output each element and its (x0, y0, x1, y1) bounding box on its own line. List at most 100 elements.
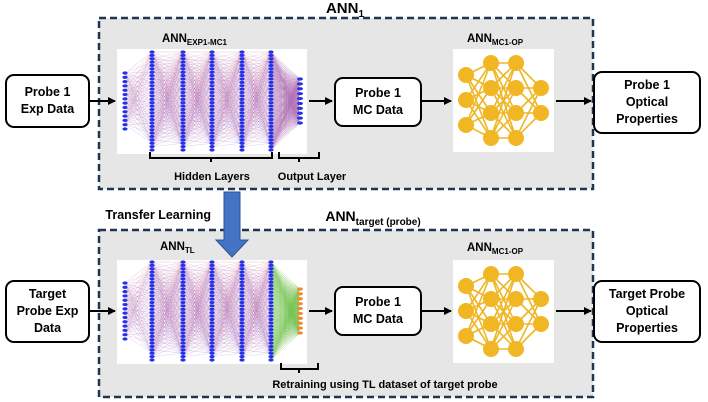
op-neuron (483, 105, 499, 121)
neuron (239, 53, 245, 57)
neuron (239, 294, 245, 298)
neuron (149, 134, 155, 139)
neuron (239, 141, 245, 145)
neuron (209, 277, 215, 281)
neuron (149, 124, 155, 128)
neuron (122, 311, 128, 315)
probe1-exp-line1: Probe 1 (24, 85, 71, 99)
neuron (209, 60, 215, 64)
neuron (122, 333, 128, 337)
neuron (209, 304, 215, 308)
neuron (149, 300, 155, 305)
bottom-op-network (458, 266, 549, 357)
neuron (122, 92, 128, 97)
neuron (180, 294, 186, 298)
neuron (180, 321, 186, 325)
neuron (180, 111, 186, 115)
neuron (180, 141, 186, 145)
neuron (239, 148, 245, 152)
neuron (180, 311, 186, 315)
neuron (149, 358, 155, 362)
neuron (149, 321, 155, 325)
neuron (122, 75, 128, 79)
neuron (209, 84, 215, 88)
neuron (209, 138, 215, 142)
neuron (239, 334, 245, 338)
neuron (268, 277, 274, 281)
neuron (239, 80, 245, 85)
optical-top-line3: Properties (616, 112, 678, 126)
neuron (268, 260, 274, 264)
neuron (180, 84, 186, 88)
neuron (268, 270, 274, 274)
neuron (239, 300, 245, 305)
mc-top-line1: Probe 1 (355, 86, 401, 100)
neuron (268, 111, 274, 115)
layer-6 (268, 50, 274, 152)
neuron (209, 344, 215, 349)
neuron (209, 63, 215, 68)
neuron (239, 277, 245, 281)
neuron (149, 331, 155, 335)
neuron (180, 273, 186, 278)
neuron (239, 348, 245, 352)
neuron (268, 70, 274, 74)
neuron (268, 60, 274, 64)
op-neuron (458, 278, 474, 294)
neuron (180, 284, 186, 288)
neuron (209, 145, 215, 149)
neuron (149, 263, 155, 267)
neuron (268, 148, 274, 152)
neuron (180, 280, 186, 284)
neuron (297, 82, 303, 86)
connection-mesh (124, 261, 301, 361)
neuron (239, 101, 245, 105)
neuron (239, 280, 245, 284)
neuron (268, 74, 274, 78)
neuron (239, 111, 245, 115)
neuron (149, 104, 155, 108)
neuron (122, 315, 128, 320)
neuron (149, 107, 155, 112)
neuron (239, 97, 245, 101)
op-neuron (508, 105, 524, 121)
mc-bottom-line2: MC Data (352, 312, 403, 326)
neuron (180, 260, 186, 264)
neuron (180, 57, 186, 61)
neuron (268, 267, 274, 271)
neuron (268, 348, 274, 352)
bottom-neural-network (122, 260, 303, 362)
neuron (268, 290, 274, 295)
neuron (239, 263, 245, 267)
neuron (122, 88, 128, 92)
neuron (268, 141, 274, 145)
neuron (149, 128, 155, 132)
neuron (239, 74, 245, 78)
neuron (268, 104, 274, 108)
neuron (297, 321, 303, 325)
neuron (239, 60, 245, 64)
mc-bottom-line1: Probe 1 (355, 295, 401, 309)
neuron (149, 297, 155, 301)
neuron (268, 341, 274, 345)
neuron (180, 277, 186, 281)
op-neuron (458, 117, 474, 133)
neuron (149, 77, 155, 81)
neuron (180, 331, 186, 335)
op-neuron (508, 291, 524, 307)
bottom-network-title: ANNTL (160, 241, 195, 255)
neuron (180, 290, 186, 295)
optical-bottom-line1: Target Probe (608, 287, 686, 301)
neuron (149, 314, 155, 318)
neuron (297, 287, 303, 291)
neuron (209, 114, 215, 118)
target-exp-line3: Data (33, 321, 62, 335)
neuron (180, 138, 186, 142)
layer-2 (149, 50, 155, 152)
neuron (297, 96, 303, 101)
neuron (149, 60, 155, 64)
neuron (209, 94, 215, 98)
neuron (180, 317, 186, 322)
neuron (209, 131, 215, 135)
optical-bottom-line2: Optical (625, 304, 669, 318)
